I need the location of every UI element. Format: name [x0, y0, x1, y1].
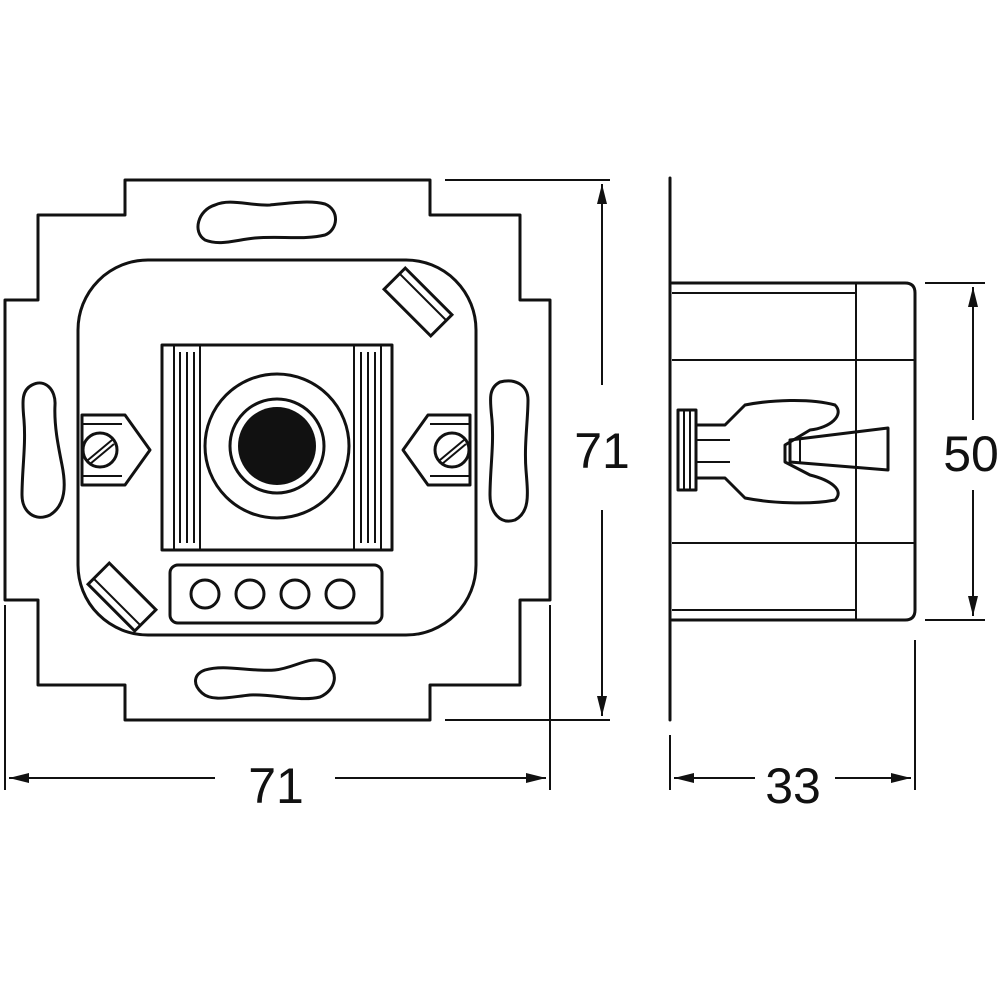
- dimension-side-height: 50: [925, 282, 999, 621]
- device-body: [76, 258, 478, 637]
- knob-shaft: [238, 407, 316, 485]
- knob-inner-ring: [228, 397, 326, 495]
- dimension-front-height: 71: [445, 179, 630, 721]
- front-view: [3, 178, 552, 722]
- ribs-left: [173, 345, 201, 550]
- dim-label-side-height: 50: [943, 426, 999, 482]
- side-view: [668, 176, 917, 722]
- dim-label-side-depth: 33: [765, 758, 821, 814]
- knob-outer-ring: [203, 372, 351, 520]
- dim-label-front-height: 71: [574, 423, 630, 479]
- slot-left: [20, 381, 66, 519]
- slot-bottom: [194, 658, 336, 701]
- slot-right: [488, 379, 530, 523]
- clip-bottom-left: [85, 560, 159, 634]
- ribs-right: [353, 345, 382, 550]
- center-module: [160, 343, 394, 552]
- dim-label-front-width: 71: [248, 758, 304, 814]
- led-2: [234, 578, 266, 610]
- mounting-plate-outline: [3, 178, 552, 722]
- side-body-outline: [670, 281, 917, 622]
- led-strip: [168, 563, 384, 625]
- side-terminal-clip: [676, 399, 890, 505]
- dimension-side-depth: 33: [669, 640, 916, 814]
- slot-top: [196, 200, 337, 245]
- clip-top-right: [381, 265, 455, 339]
- dimension-front-width: 71: [4, 605, 551, 814]
- led-1: [189, 578, 221, 610]
- led-3: [279, 578, 311, 610]
- terminal-right: [401, 413, 472, 487]
- led-4: [324, 578, 356, 610]
- terminal-left: [80, 413, 152, 487]
